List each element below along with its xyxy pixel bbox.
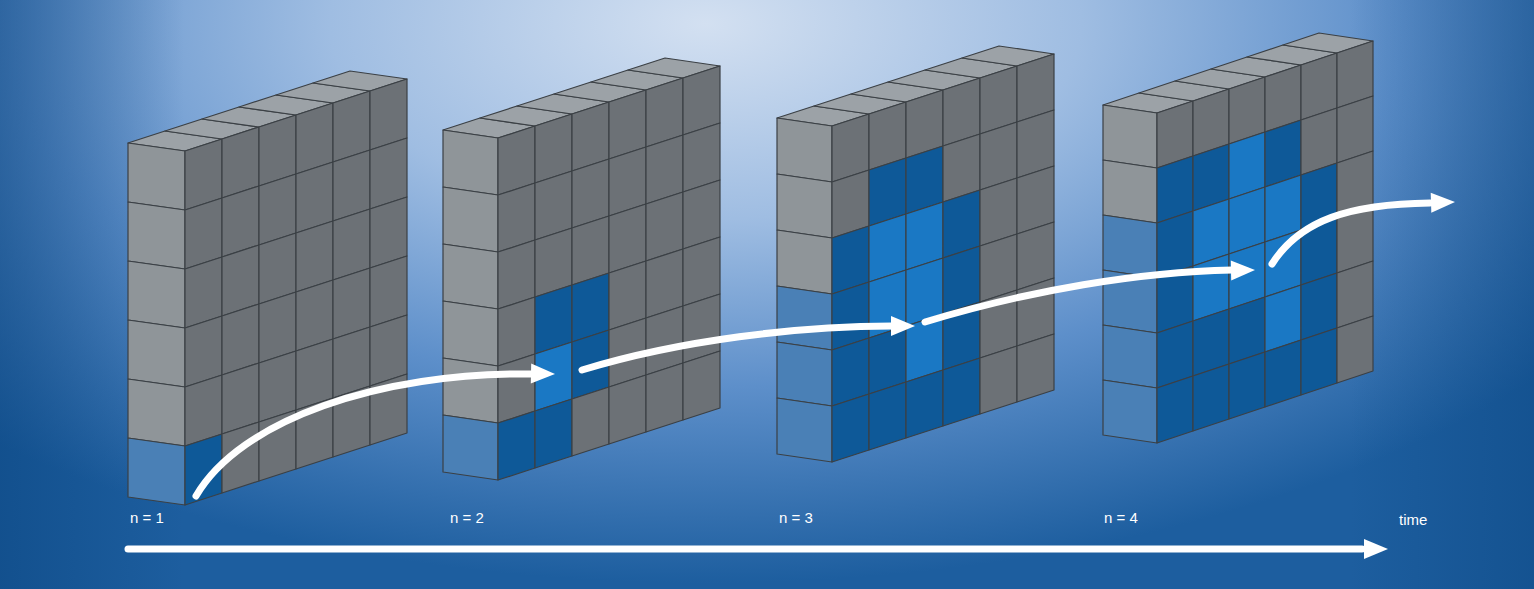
cube-side [777, 230, 832, 294]
cube-front [1193, 364, 1229, 431]
cube-side [1103, 215, 1157, 278]
arrow-head [1364, 539, 1388, 559]
cube-slab [128, 71, 407, 505]
step-arrow [196, 374, 532, 496]
step-label: n = 1 [130, 509, 164, 527]
cube-front [1301, 328, 1337, 395]
step-arrow [925, 270, 1232, 322]
cube-side [1103, 380, 1157, 443]
cube-side [443, 301, 498, 366]
cube-front [498, 411, 535, 480]
arrow-head [531, 364, 555, 384]
cube-front [906, 370, 943, 438]
cube-side [443, 187, 498, 252]
cube-slab [443, 58, 720, 480]
step-arrow [128, 546, 1362, 553]
step-arrow [1272, 203, 1430, 264]
cube-side [777, 118, 832, 182]
cube-side [443, 358, 498, 423]
cube-front [1337, 316, 1373, 383]
arrow-head [891, 316, 915, 336]
cube-side [128, 438, 185, 505]
arrow-head [1231, 260, 1255, 280]
cube-slab [777, 46, 1054, 462]
cube-front [1157, 376, 1193, 443]
step-label: n = 3 [779, 509, 813, 527]
cube-front [535, 399, 572, 468]
step-arrow [582, 326, 892, 370]
cube-side [777, 342, 832, 406]
cube-side [1103, 325, 1157, 388]
cube-front [869, 382, 906, 450]
cube-side [777, 286, 832, 350]
cube-side [1103, 160, 1157, 223]
cube-side [1103, 105, 1157, 168]
step-label: n = 4 [1104, 509, 1138, 527]
cube-front [1229, 352, 1265, 419]
cube-front [980, 346, 1017, 414]
cube-side [128, 261, 185, 328]
step-label: n = 2 [450, 509, 484, 527]
cube-front [683, 351, 720, 420]
cube-front [1265, 340, 1301, 407]
axis-label: time [1399, 511, 1427, 529]
cube-side [128, 379, 185, 446]
cube-side [443, 130, 498, 195]
cube-front [646, 363, 683, 432]
cube-side [777, 174, 832, 238]
cube-front [572, 387, 609, 456]
cube-slab [1103, 33, 1373, 443]
cube-front [609, 375, 646, 444]
cube-side [443, 244, 498, 309]
cube-front [1017, 334, 1054, 402]
cube-side [128, 143, 185, 210]
cube-side [128, 320, 185, 387]
arrow-head [1431, 193, 1455, 213]
cube-front [943, 358, 980, 426]
cube-side [777, 398, 832, 462]
cube-front [832, 394, 869, 462]
cube-side [128, 202, 185, 269]
cube-side [443, 415, 498, 480]
